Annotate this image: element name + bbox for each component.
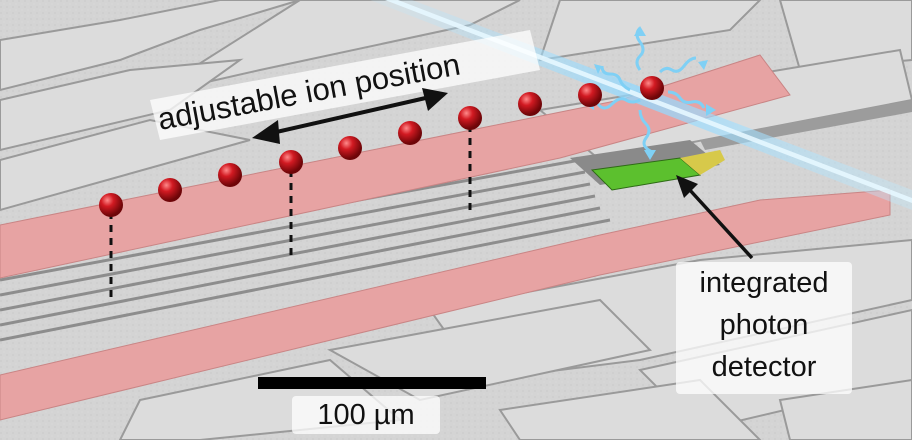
- ion: [640, 76, 664, 100]
- rf-rails: [0, 158, 611, 342]
- detector-label-line1: integrated: [700, 267, 829, 299]
- ion: [99, 193, 123, 217]
- lower-electrode-highlight: [0, 189, 891, 421]
- scale-bar-label: 100 µm: [317, 399, 414, 431]
- ion: [279, 150, 303, 174]
- ion: [158, 178, 182, 202]
- scattered-photons: [596, 26, 706, 154]
- detector-label-line3: detector: [712, 351, 817, 383]
- ion-position-arrow: [252, 88, 448, 144]
- ion: [218, 163, 242, 187]
- ion: [518, 92, 542, 116]
- ion: [338, 136, 362, 160]
- ion: [398, 121, 422, 145]
- ion-chain: [99, 76, 664, 217]
- detector-label-line2: photon: [720, 309, 809, 341]
- ion: [578, 83, 602, 107]
- detector-pointer-arrow: [676, 175, 754, 260]
- projection-lines: [109, 125, 472, 300]
- label-backgrounds: [150, 30, 852, 434]
- ion: [458, 106, 482, 130]
- scale-bar: [258, 377, 486, 389]
- detector-contact: [680, 150, 725, 175]
